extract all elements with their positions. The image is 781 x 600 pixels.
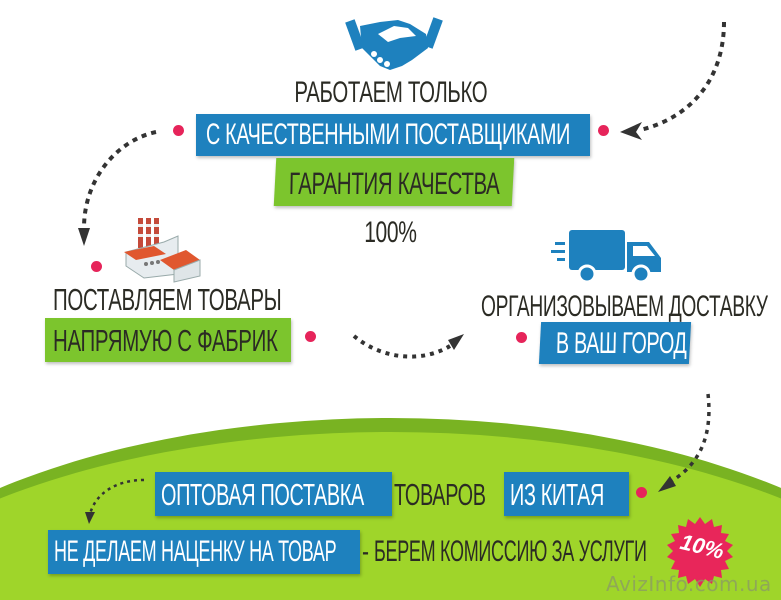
accent-dot <box>91 261 102 272</box>
wholesale-text: ОПТОВАЯ ПОСТАВКА <box>161 477 364 512</box>
accent-dot <box>173 125 184 136</box>
dotted-arrow-icon <box>352 334 464 359</box>
dotted-arrow-icon <box>658 393 711 492</box>
quality-line: ГАРАНТИЯ КАЧЕСТВА <box>288 166 500 201</box>
quality-percent: 100% <box>0 216 781 250</box>
delivery-line1: ОРГАНИЗОВЫВАЕМ ДОСТАВКУ <box>481 290 768 323</box>
discount-badge-icon <box>667 517 733 587</box>
goods-text: ТОВАРОВ <box>394 477 486 512</box>
accent-dot <box>598 125 609 136</box>
suppliers-line2: С КАЧЕСТВЕННЫМИ ПОСТАВЩИКАМИ <box>206 118 571 151</box>
factory-icon <box>124 218 201 283</box>
separator: - <box>362 535 372 569</box>
dotted-arrow-icon <box>85 478 145 524</box>
factory-heading: ПОСТАВЛЯЕМ ТОВАРЫ <box>53 282 399 318</box>
watermark: AvizInfo.com.ua <box>606 572 772 596</box>
separator-dash: - <box>362 535 369 568</box>
suppliers-heading: РАБОТАЕМ ТОЛЬКО <box>0 76 781 110</box>
no-markup-blue-label: НЕ ДЕЛАЕМ НАЦЕНКУ НА ТОВАР <box>48 530 360 574</box>
accent-dot <box>636 487 647 498</box>
no-markup-text: НЕ ДЕЛАЕМ НАЦЕНКУ НА ТОВАР <box>54 535 337 568</box>
delivery-heading: ОРГАНИЗОВЫВАЕМ ДОСТАВКУ <box>481 290 781 324</box>
delivery-truck-icon <box>551 230 661 284</box>
quality-green-banner: ГАРАНТИЯ КАЧЕСТВА <box>273 158 515 206</box>
factory-line2: НАПРЯМУЮ С ФАБРИК <box>53 323 278 358</box>
goods-text-wrap: ТОВАРОВ <box>394 477 537 513</box>
delivery-blue-banner: В ВАШ ГОРОД <box>538 322 692 364</box>
accent-dot <box>305 331 316 342</box>
handshake-icon <box>345 17 443 70</box>
factory-line1: ПОСТАВЛЯЕМ ТОВАРЫ <box>53 282 282 317</box>
from-china-text: ИЗ КИТАЯ <box>510 477 605 512</box>
commission-text-wrap: БЕРЕМ КОМИССИЮ ЗА УСЛУГИ <box>374 535 781 569</box>
dotted-arrow-icon <box>620 21 726 140</box>
from-china-blue-label: ИЗ КИТАЯ <box>504 472 629 516</box>
delivery-line2: В ВАШ ГОРОД <box>555 327 687 360</box>
quality-percent-text: 100% <box>364 216 417 249</box>
dotted-arrow-icon <box>78 130 157 246</box>
suppliers-blue-banner: С КАЧЕСТВЕННЫМИ ПОСТАВЩИКАМИ <box>196 114 590 156</box>
suppliers-line1: РАБОТАЕМ ТОЛЬКО <box>294 76 487 109</box>
wholesale-blue-label: ОПТОВАЯ ПОСТАВКА <box>155 472 392 516</box>
factory-green-banner: НАПРЯМУЮ С ФАБРИК <box>45 318 291 362</box>
commission-text: БЕРЕМ КОМИССИЮ ЗА УСЛУГИ <box>374 535 647 568</box>
accent-dot <box>516 332 527 343</box>
